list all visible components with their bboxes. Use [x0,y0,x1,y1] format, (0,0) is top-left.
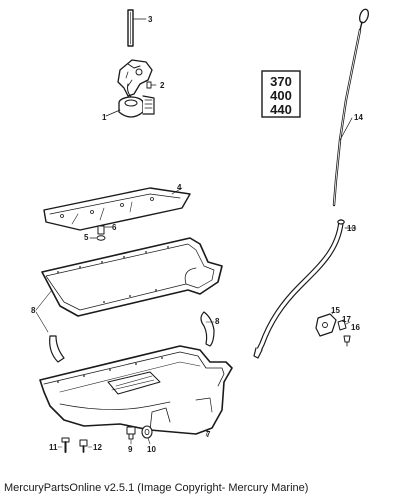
copyright-caption: MercuryPartsOnline v2.5.1 (Image Copyrig… [4,482,309,494]
drain-plug [126,425,153,445]
callout-14: 14 [354,113,363,122]
callout-8-right: 8 [215,317,220,326]
callout-9: 9 [128,445,133,454]
callout-15: 15 [331,306,340,315]
callout-17: 17 [342,315,351,324]
dipstick-bracket [315,309,351,347]
baffle-fasteners [89,225,113,241]
oil-pan-gasket [35,237,223,363]
callout-7: 7 [206,430,211,439]
callout-4: 4 [177,183,182,192]
callout-11: 11 [49,443,58,452]
callout-2: 2 [160,81,165,90]
model-440: 440 [270,102,292,117]
exploded-parts-diagram: 370 400 440 3 2 1 14 4 6 5 13 8 8 15 17 … [31,8,370,454]
callout-8-left: 8 [31,306,36,315]
callout-6: 6 [112,223,117,232]
callout-12: 12 [93,443,102,452]
callout-13: 13 [347,224,356,233]
engine-model-box [261,70,301,118]
callout-3: 3 [148,15,153,24]
dipstick-tube [253,219,357,359]
model-370: 370 [270,74,292,89]
callout-5: 5 [84,233,89,242]
dipstick [332,8,370,207]
callout-1: 1 [102,113,107,122]
model-400: 400 [270,88,292,103]
oil-pan-baffle [43,187,191,231]
oil-pump-shaft [127,9,147,47]
callout-10: 10 [147,445,156,454]
pan-bolts [57,437,93,453]
oil-pump-assembly [105,59,157,118]
oil-pan [39,345,233,437]
callout-16: 16 [351,323,360,332]
